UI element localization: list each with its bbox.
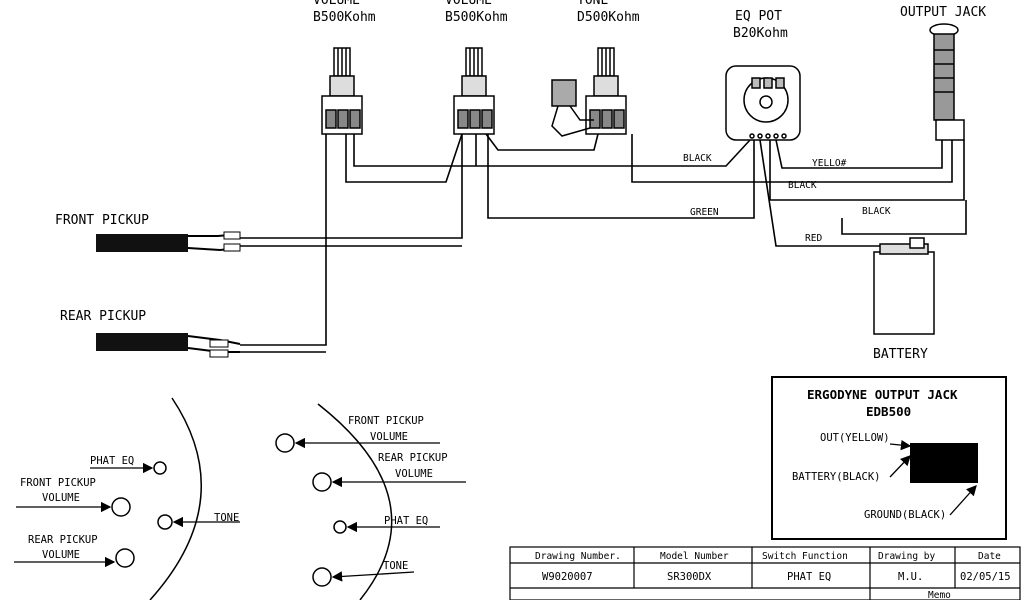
output-jack-label: OUTPUT JACK — [900, 5, 986, 20]
output-jack — [929, 23, 965, 141]
front-pickup-label: FRONT PICKUP — [55, 213, 149, 228]
tb-value-date: 02/05/15 — [960, 571, 1011, 583]
volume-rear-value: B500Kohm — [445, 10, 508, 25]
battery — [873, 237, 935, 335]
tb-value-drawing-number: W9020007 — [542, 571, 593, 583]
right-front-vol-label-1: FRONT PICKUP — [348, 415, 424, 427]
tb-header-date: Date — [978, 551, 1001, 562]
wire-label-black-1: BLACK — [683, 153, 712, 164]
left-rear-vol-label-2: VOLUME — [42, 549, 80, 561]
tone-pot — [585, 47, 627, 135]
left-tone-label: TONE — [214, 512, 239, 524]
volume-front-name: VOLUME — [313, 0, 360, 8]
wire-label-yellow: YELLO# — [812, 158, 847, 169]
volume-rear-name: VOLUME — [445, 0, 492, 8]
control-layout-left — [14, 397, 240, 601]
wire-label-green: GREEN — [690, 207, 719, 218]
left-front-vol-label-1: FRONT PICKUP — [20, 477, 96, 489]
volume-rear-pot — [453, 47, 495, 135]
ergodyne-box — [771, 376, 1007, 540]
ergodyne-ground-label: GROUND(BLACK) — [864, 509, 946, 521]
rear-pickup-label: REAR PICKUP — [60, 309, 146, 324]
wiring — [240, 133, 967, 353]
eq-pot-name: EQ POT — [735, 9, 782, 24]
tb-memo: Memo — [928, 590, 951, 600]
right-tone-label: TONE — [383, 560, 408, 572]
tb-header-model-number: Model Number — [660, 551, 729, 562]
tb-value-switch-function: PHAT EQ — [787, 571, 831, 583]
volume-front-value: B500Kohm — [313, 10, 376, 25]
ergodyne-title-2: EDB500 — [866, 404, 911, 419]
right-phat-eq-label: PHAT EQ — [384, 515, 428, 527]
left-phat-eq-label: PHAT EQ — [90, 455, 134, 467]
right-rear-vol-label-2: VOLUME — [395, 468, 433, 480]
wire-label-black-2: BLACK — [788, 180, 817, 191]
tb-header-drawing-number: Drawing Number. — [535, 551, 621, 562]
tb-header-drawing-by: Drawing by — [878, 551, 935, 562]
tone-pot-value: D500Kohm — [577, 10, 640, 25]
rear-pickup-cable — [96, 333, 241, 358]
eq-pot — [725, 65, 801, 141]
ergodyne-title-1: ERGODYNE OUTPUT JACK — [807, 387, 958, 402]
right-front-vol-label-2: VOLUME — [370, 431, 408, 443]
tb-header-switch-function: Switch Function — [762, 551, 848, 562]
volume-front-pot — [321, 47, 363, 135]
tb-value-model-number: SR300DX — [667, 571, 712, 583]
front-pickup-cable — [96, 231, 241, 252]
control-layout-right — [275, 403, 466, 601]
wire-label-red: RED — [805, 233, 822, 244]
wire-label-black-3: BLACK — [862, 206, 891, 217]
right-rear-vol-label-1: REAR PICKUP — [378, 452, 448, 464]
ergodyne-out-label: OUT(YELLOW) — [820, 432, 890, 444]
tb-value-drawing-by: M.U. — [898, 571, 923, 583]
tone-capacitor — [551, 79, 594, 137]
eq-pot-value: B20Kohm — [733, 26, 788, 41]
battery-label: BATTERY — [873, 347, 928, 362]
ergodyne-battery-label: BATTERY(BLACK) — [792, 471, 881, 483]
tone-pot-name: TONE — [577, 0, 608, 8]
left-front-vol-label-2: VOLUME — [42, 492, 80, 504]
left-rear-vol-label-1: REAR PICKUP — [28, 534, 98, 546]
